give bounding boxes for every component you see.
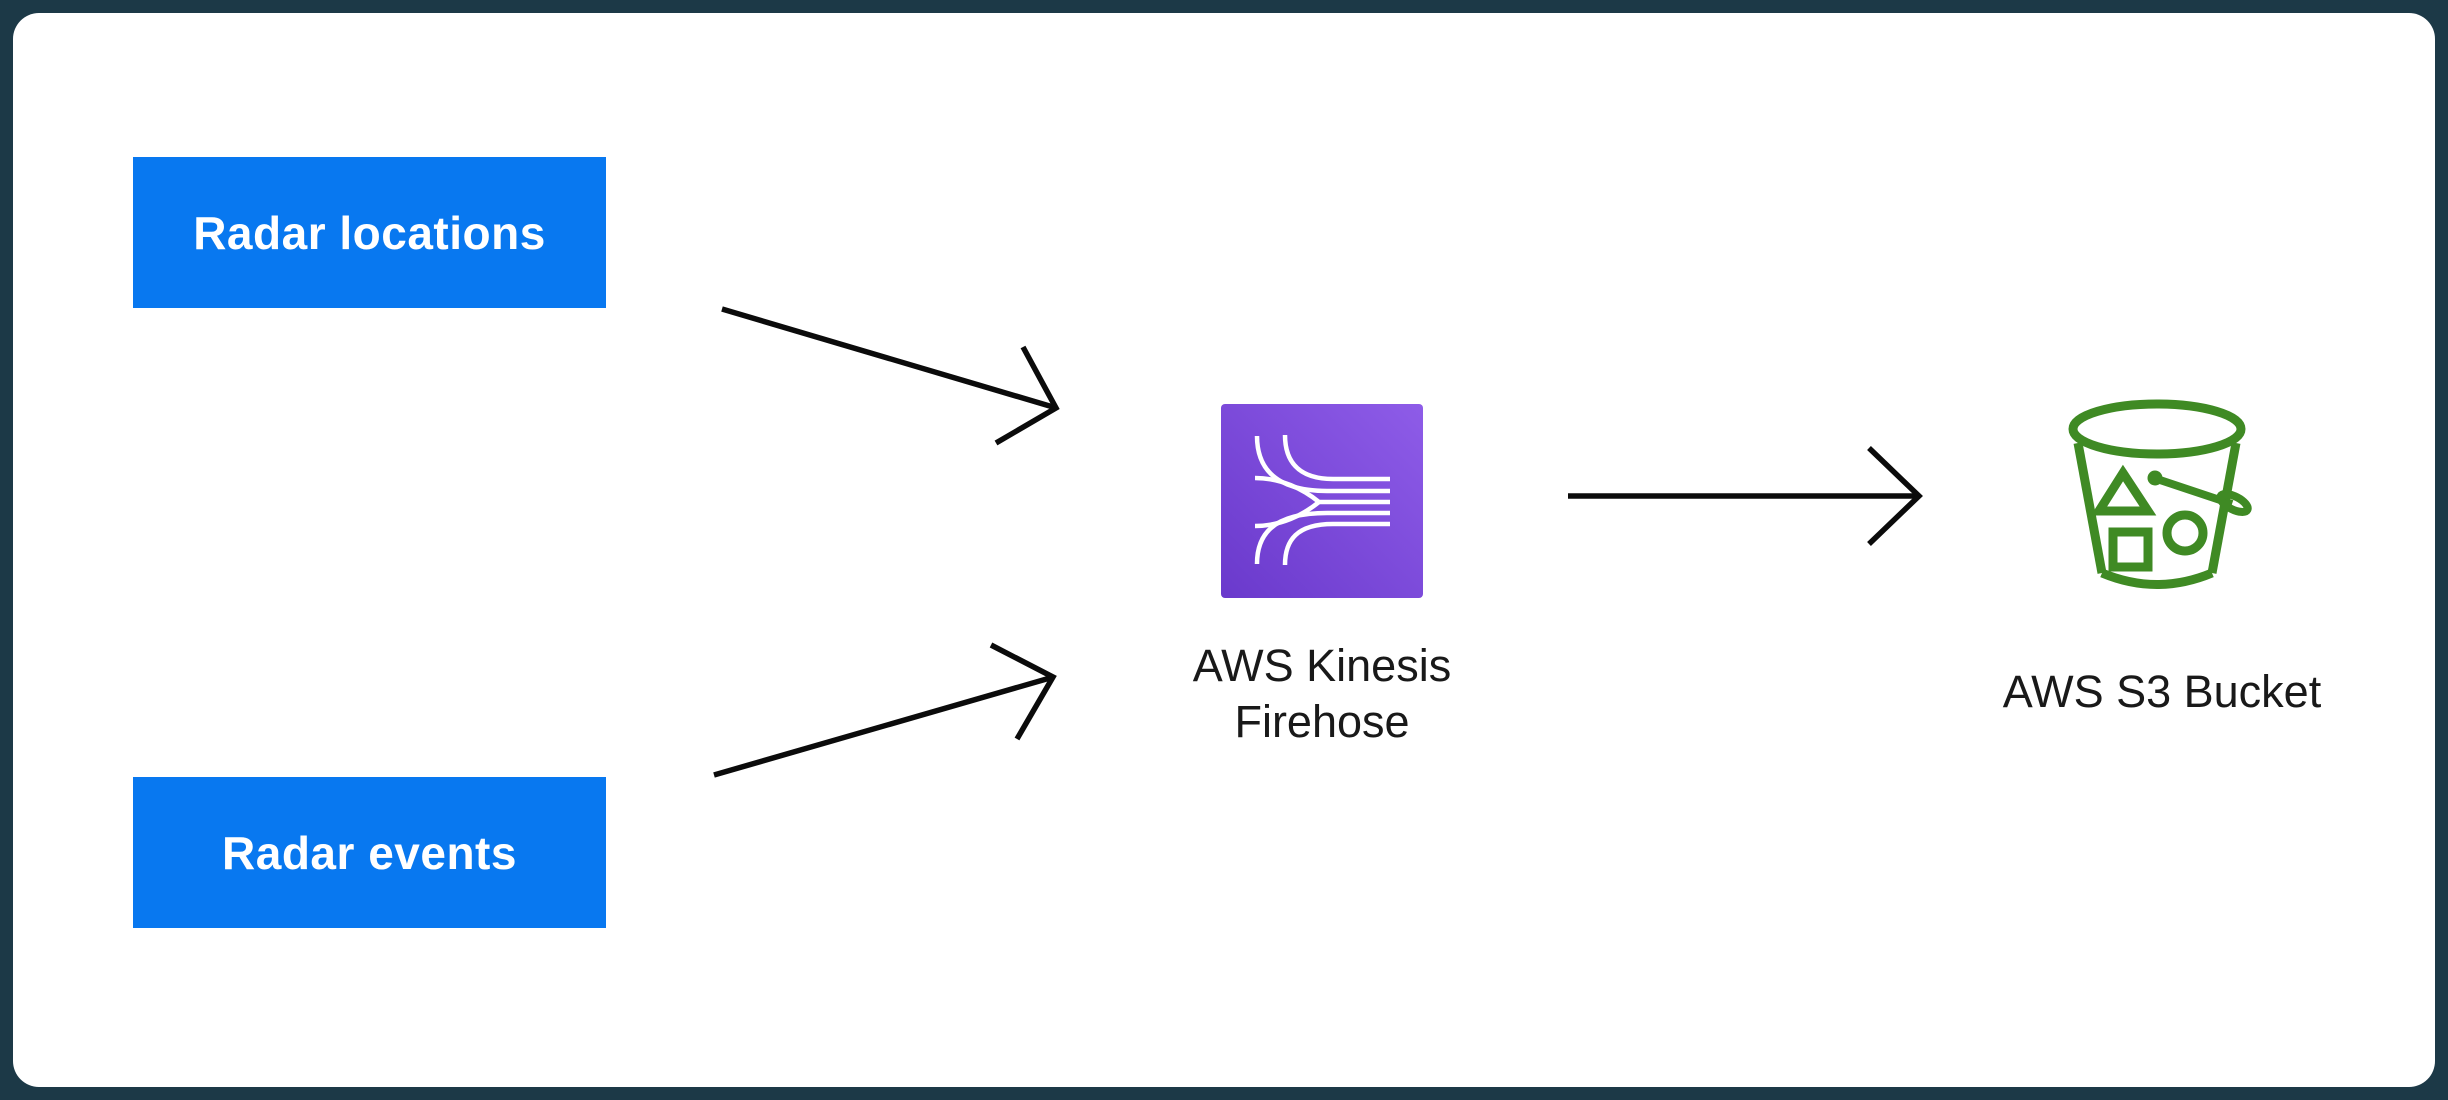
node-radar-locations-label: Radar locations [193,206,546,259]
kinesis-firehose-streams-glyph [1254,434,1390,566]
kinesis-firehose-icon [1221,404,1423,598]
node-radar-events: Radar events [133,777,606,928]
s3-bucket-icon [2068,399,2252,589]
s3-bucket-label: AWS S3 Bucket [2002,666,2322,717]
node-radar-locations: Radar locations [133,157,606,308]
node-radar-events-label: Radar events [222,826,517,879]
kinesis-firehose-label: AWS Kinesis Firehose [1192,640,1452,747]
